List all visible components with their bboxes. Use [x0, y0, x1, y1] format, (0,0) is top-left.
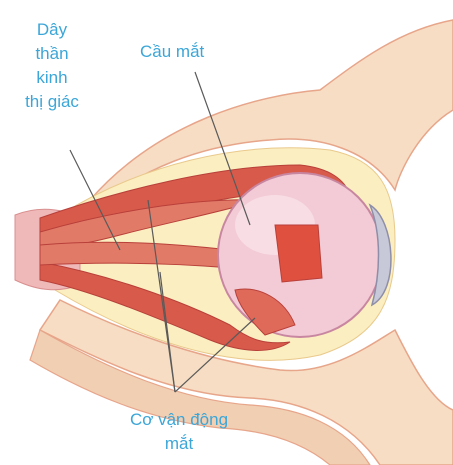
lateral-rectus-insertion: [275, 225, 322, 282]
optic-nerve-label-line-2: thần: [4, 42, 100, 66]
optic-nerve-label: Dây thần kinh thị giác: [4, 18, 100, 114]
eye-muscles-label: Cơ vận động mắt: [104, 408, 254, 456]
eyeball-label: Cầu mắt: [140, 40, 204, 64]
eye-muscles-label-line-2: mắt: [104, 432, 254, 456]
optic-nerve-label-line-3: kinh: [4, 66, 100, 90]
optic-nerve-label-line-4: thị giác: [4, 90, 100, 114]
optic-nerve-label-line-1: Dây: [4, 18, 100, 42]
eye-muscles-label-line-1: Cơ vận động: [104, 408, 254, 432]
